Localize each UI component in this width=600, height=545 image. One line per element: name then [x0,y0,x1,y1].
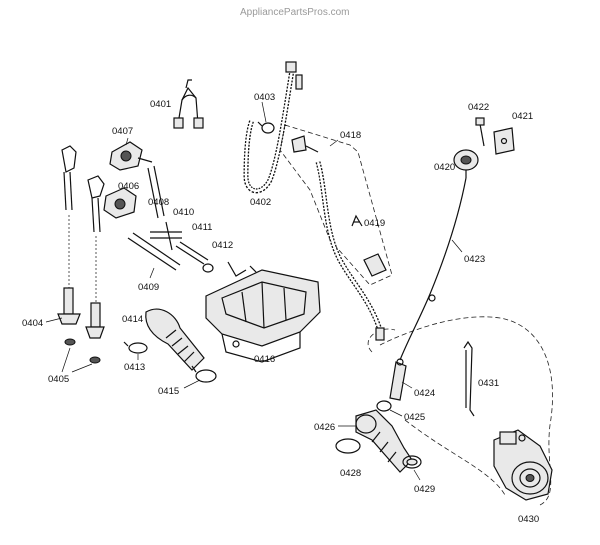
part-0420-pressure-switch [453,149,479,178]
part-inline-filter [363,253,387,277]
part-0413-clamp [123,341,148,354]
dosing-outline [367,328,396,353]
part-0421-bracket [493,127,515,155]
part-0415-clamp [191,365,217,383]
part-0401-pipe [173,79,204,129]
part-0419-clip [351,214,363,227]
drain-circuit-outline-2 [404,419,506,496]
part-0407-valve [109,141,153,171]
label-0425: 0425 [404,412,425,423]
part-0410-tube [150,221,182,251]
label-0413: 0413 [124,362,145,373]
label-0410: 0410 [173,207,194,218]
part-0414-bellows [145,308,205,371]
label-0423: 0423 [464,254,485,265]
label-0404: 0404 [22,318,43,329]
label-0428: 0428 [340,468,361,479]
label-0429: 0429 [414,484,435,495]
part-inlet-pipe-right [85,175,105,364]
label-0409: 0409 [138,282,159,293]
label-0401: 0401 [150,99,171,110]
part-0412-ring [202,263,214,273]
part-0408-tube [147,165,165,219]
label-0414: 0414 [122,314,143,325]
label-0405: 0405 [48,374,69,385]
label-0415: 0415 [158,386,179,397]
label-0422: 0422 [468,102,489,113]
label-0426: 0426 [314,422,335,433]
part-0431-rod [463,340,475,417]
label-0406: 0406 [118,181,139,192]
part-0422-screw [475,117,485,147]
part-0428-ring [335,438,361,454]
label-0419: 0419 [364,218,385,229]
label-0412: 0412 [212,240,233,251]
part-0430-drain-pump [493,429,553,501]
part-0402-hose [243,61,303,194]
label-0424: 0424 [414,388,435,399]
part-0406-valve [103,187,137,219]
label-0431: 0431 [478,378,499,389]
part-0403-clamp [257,121,275,134]
label-0403: 0403 [254,92,275,103]
label-0421: 0421 [512,111,533,122]
part-0416-dispenser [205,261,321,363]
part-0425-clamp [376,400,392,412]
part-0411-tube [175,241,209,265]
part-0423-tube [399,177,467,361]
label-0402: 0402 [250,197,271,208]
label-0408: 0408 [148,197,169,208]
label-0407: 0407 [112,126,133,137]
label-0411: 0411 [192,222,212,233]
watermark: AppliancePartsPros.com [240,7,350,18]
part-0424-air-chamber [389,358,407,401]
label-0418: 0418 [340,130,361,141]
part-0429-clamp [402,455,422,469]
part-0418-hose [291,135,385,341]
hose-assembly-outline [279,124,393,286]
label-0416: 0416 [254,354,275,365]
part-inlet-pipe-left [57,145,81,346]
part-0409-tube [127,232,181,271]
label-0420: 0420 [434,162,455,173]
label-0430: 0430 [518,514,539,525]
